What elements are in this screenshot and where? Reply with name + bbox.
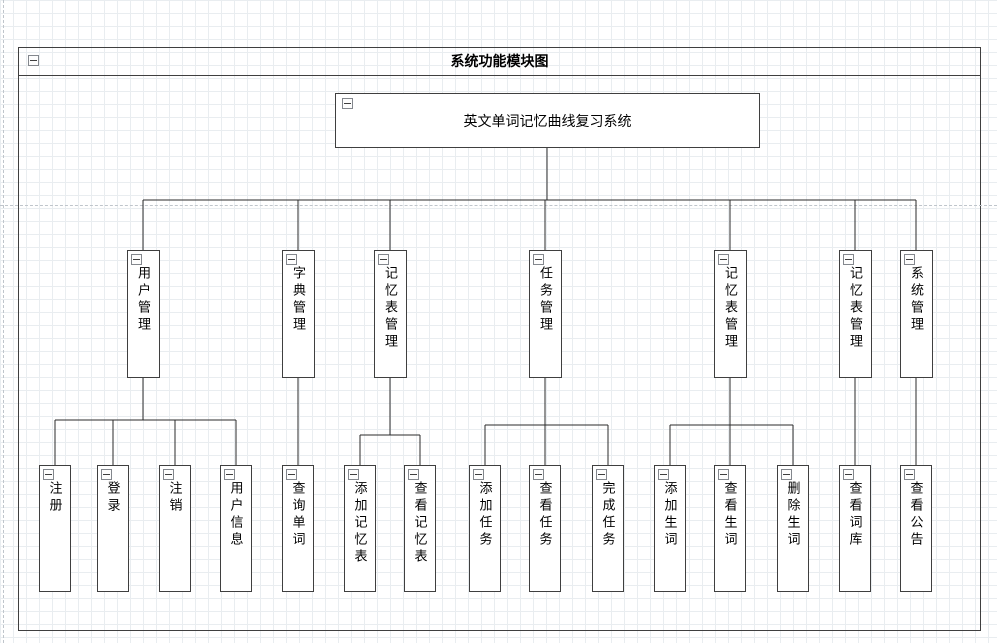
node-register[interactable]: 注册: [39, 465, 71, 592]
collapse-minus-icon[interactable]: [843, 254, 854, 265]
node-add-memory-table[interactable]: 添加记忆表: [344, 465, 376, 592]
node-label: 查看词库: [847, 481, 863, 549]
node-label: 删除生词: [785, 481, 801, 549]
node-user-management[interactable]: 用户管理: [127, 250, 160, 378]
node-label: 注销: [167, 481, 183, 515]
collapse-minus-icon[interactable]: [596, 469, 607, 480]
node-system-management[interactable]: 系统管理: [900, 250, 933, 378]
page-break-line-vertical: [3, 0, 4, 643]
node-view-word-library[interactable]: 查看词库: [839, 465, 871, 592]
collapse-minus-icon[interactable]: [473, 469, 484, 480]
collapse-minus-icon[interactable]: [342, 98, 353, 109]
node-view-announcement[interactable]: 查看公告: [900, 465, 932, 592]
collapse-minus-icon[interactable]: [348, 469, 359, 480]
node-label: 记忆表管理: [383, 266, 398, 351]
node-label: 登录: [105, 481, 121, 515]
collapse-minus-icon[interactable]: [131, 254, 142, 265]
diagram-title: 系统功能模块图: [19, 48, 980, 76]
collapse-minus-icon[interactable]: [101, 469, 112, 480]
node-add-task[interactable]: 添加任务: [469, 465, 501, 592]
page-break-line-horizontal: [0, 205, 997, 206]
node-label: 查询单词: [290, 481, 306, 549]
collapse-minus-icon[interactable]: [718, 254, 729, 265]
node-view-memory-table[interactable]: 查看记忆表: [404, 465, 436, 592]
node-label: 添加任务: [477, 481, 493, 549]
node-label: 记忆表管理: [848, 266, 863, 351]
node-label: 记忆表管理: [723, 266, 738, 351]
collapse-minus-icon[interactable]: [533, 254, 544, 265]
node-label: 查看生词: [722, 481, 738, 549]
node-label: 英文单词记忆曲线复习系统: [463, 112, 632, 129]
collapse-minus-icon[interactable]: [843, 469, 854, 480]
collapse-minus-icon[interactable]: [533, 469, 544, 480]
node-view-new-word[interactable]: 查看生词: [714, 465, 746, 592]
node-memory-table-management-3[interactable]: 记忆表管理: [839, 250, 872, 378]
node-add-new-word[interactable]: 添加生词: [654, 465, 686, 592]
node-label: 查看公告: [908, 481, 924, 549]
node-label: 任务管理: [538, 266, 553, 334]
node-login[interactable]: 登录: [97, 465, 129, 592]
node-view-task[interactable]: 查看任务: [529, 465, 561, 592]
node-label: 完成任务: [600, 481, 616, 549]
diagram-frame[interactable]: 系统功能模块图: [18, 47, 981, 631]
collapse-minus-icon[interactable]: [286, 469, 297, 480]
node-logout[interactable]: 注销: [159, 465, 191, 592]
node-task-management[interactable]: 任务管理: [529, 250, 562, 378]
node-label: 查看记忆表: [412, 481, 428, 566]
collapse-minus-icon[interactable]: [28, 55, 39, 66]
node-label: 注册: [47, 481, 63, 515]
collapse-minus-icon[interactable]: [408, 469, 419, 480]
node-memory-table-management-1[interactable]: 记忆表管理: [374, 250, 407, 378]
node-query-word[interactable]: 查询单词: [282, 465, 314, 592]
node-complete-task[interactable]: 完成任务: [592, 465, 624, 592]
collapse-minus-icon[interactable]: [43, 469, 54, 480]
collapse-minus-icon[interactable]: [224, 469, 235, 480]
node-label: 用户管理: [136, 266, 151, 334]
node-user-info[interactable]: 用户信息: [220, 465, 252, 592]
node-label: 添加生词: [662, 481, 678, 549]
collapse-minus-icon[interactable]: [658, 469, 669, 480]
node-label: 字典管理: [291, 266, 306, 334]
collapse-minus-icon[interactable]: [718, 469, 729, 480]
node-label: 查看任务: [537, 481, 553, 549]
node-label: 用户信息: [228, 481, 244, 549]
collapse-minus-icon[interactable]: [163, 469, 174, 480]
collapse-minus-icon[interactable]: [378, 254, 389, 265]
node-label: 添加记忆表: [352, 481, 368, 566]
collapse-minus-icon[interactable]: [286, 254, 297, 265]
collapse-minus-icon[interactable]: [904, 254, 915, 265]
node-label: 系统管理: [909, 266, 924, 334]
collapse-minus-icon[interactable]: [781, 469, 792, 480]
node-dictionary-management[interactable]: 字典管理: [282, 250, 315, 378]
node-root-system[interactable]: 英文单词记忆曲线复习系统: [335, 93, 760, 148]
collapse-minus-icon[interactable]: [904, 469, 915, 480]
node-delete-new-word[interactable]: 删除生词: [777, 465, 809, 592]
node-memory-table-management-2[interactable]: 记忆表管理: [714, 250, 747, 378]
